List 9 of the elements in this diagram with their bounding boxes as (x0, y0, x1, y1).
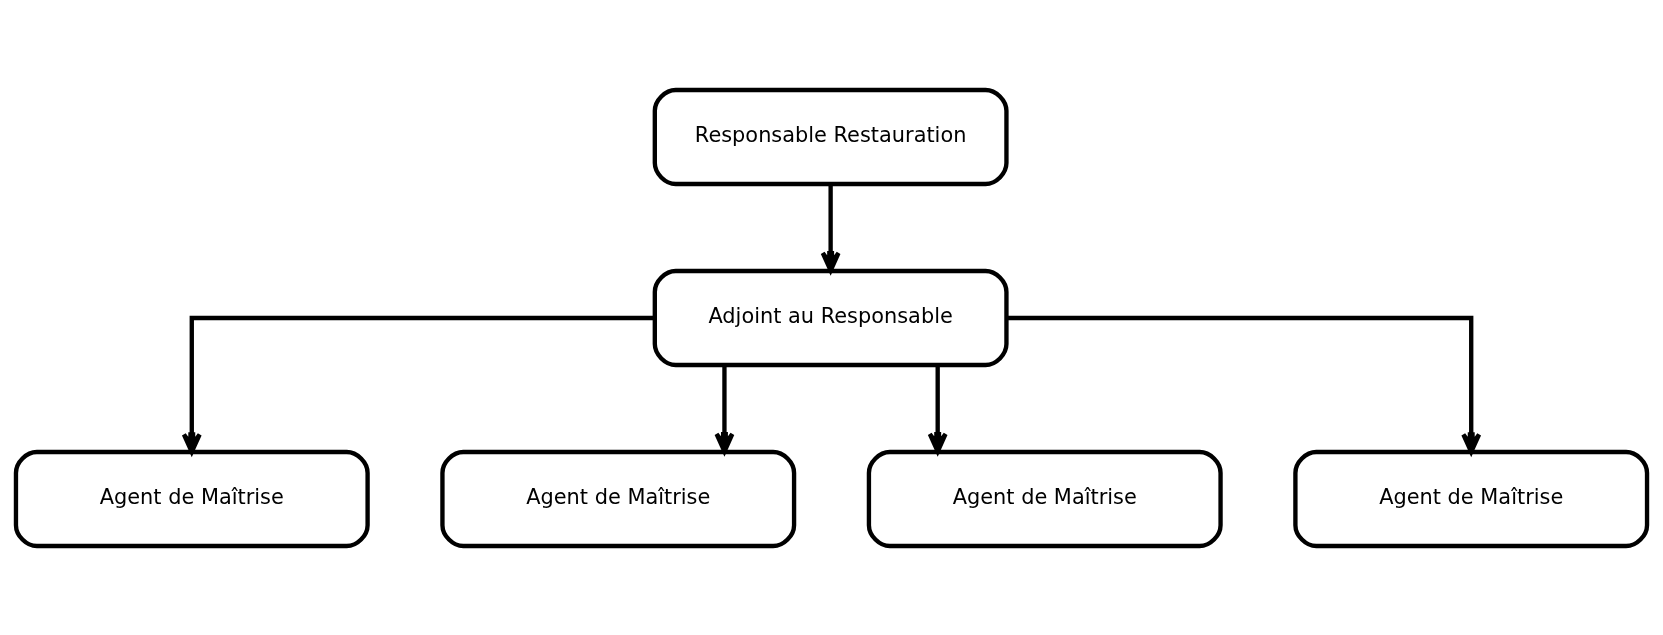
node-box: Agent de Maîtrise (13, 449, 370, 548)
arrow (820, 183, 841, 273)
arrow (714, 364, 735, 454)
node-box: Agent de Maîtrise (440, 449, 797, 548)
node-box: Agent de Maîtrise (1293, 449, 1650, 548)
node-box: Adjoint au Responsable (652, 268, 1009, 367)
node-box: Responsable Restauration (652, 87, 1009, 186)
arrow (927, 364, 948, 454)
node-box: Agent de Maîtrise (866, 449, 1223, 548)
